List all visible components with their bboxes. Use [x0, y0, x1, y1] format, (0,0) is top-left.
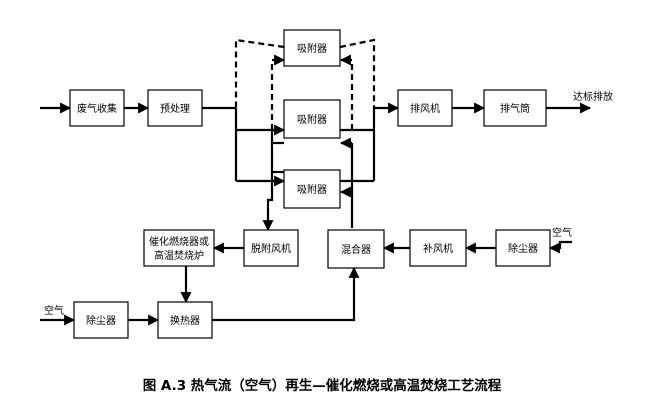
node-desorption-fan: 脱附风机 — [243, 229, 299, 267]
node-exhaust-stack: 排气筒 — [483, 89, 547, 127]
node-adsorber-middle: 吸附器 — [283, 99, 341, 139]
svg-text:预处理: 预处理 — [160, 103, 190, 115]
svg-text:除尘器: 除尘器 — [508, 242, 538, 255]
svg-text:脱附风机: 脱附风机 — [251, 242, 291, 255]
dashed-top-left-inner — [270, 54, 286, 130]
dashed-top-right-outer — [339, 38, 376, 108]
svg-text:排风机: 排风机 — [410, 102, 440, 115]
to-desorption-fan-arrow — [262, 172, 274, 232]
node-catalytic-incinerator: 催化燃烧器或 高温焚烧炉 — [143, 229, 215, 267]
node-makeup-fan: 补风机 — [409, 229, 467, 267]
node-waste-gas-collection: 废气收集 — [69, 89, 125, 127]
node-mixer: 混合器 — [327, 229, 385, 269]
svg-text:补风机: 补风机 — [423, 242, 453, 255]
svg-text:吸附器: 吸附器 — [297, 42, 327, 55]
svg-text:排气筒: 排气筒 — [500, 102, 530, 115]
svg-text:吸附器: 吸附器 — [297, 183, 327, 196]
air-right-inlet-arrow — [548, 240, 572, 254]
node-adsorber-bottom: 吸附器 — [283, 169, 341, 209]
svg-text:废气收集: 废气收集 — [77, 102, 117, 115]
node-dust-collector-left: 除尘器 — [73, 301, 129, 339]
svg-text:混合器: 混合器 — [341, 243, 371, 256]
svg-text:吸附器: 吸附器 — [297, 113, 327, 126]
svg-text:除尘器: 除尘器 — [86, 314, 116, 327]
node-exhaust-fan: 排风机 — [397, 89, 453, 127]
svg-text:换热器: 换热器 — [170, 314, 200, 327]
node-adsorber-top: 吸附器 — [283, 29, 341, 67]
dashed-top-left-outer — [234, 38, 285, 108]
dashed-top-right-inner — [339, 54, 354, 130]
svg-text:高温焚烧炉: 高温焚烧炉 — [154, 249, 204, 262]
discharge-label: 达标排放 — [573, 90, 613, 103]
node-pretreatment: 预处理 — [147, 89, 203, 127]
figure-caption: 图 A.3 热气流（空气）再生—催化燃烧或高温焚烧工艺流程 — [143, 377, 502, 394]
node-heat-exchanger: 换热器 — [157, 301, 213, 339]
exchanger-to-mixer-arrow — [212, 266, 360, 322]
svg-text:催化燃烧器或: 催化燃烧器或 — [149, 235, 209, 248]
node-dust-collector-right: 除尘器 — [495, 229, 551, 267]
air-left-label: 空气 — [44, 304, 64, 317]
air-right-label: 空气 — [552, 226, 572, 239]
connectors — [40, 38, 592, 326]
